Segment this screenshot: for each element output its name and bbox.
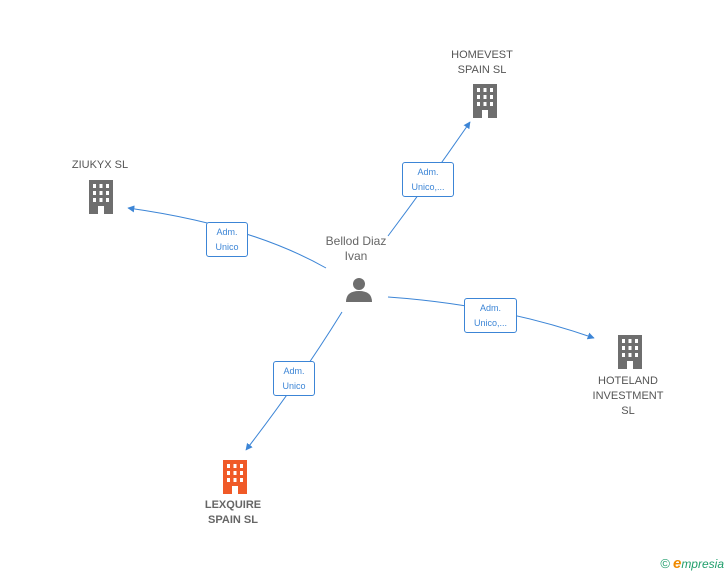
building-icon[interactable] xyxy=(86,180,116,214)
building-icon[interactable] xyxy=(470,84,500,118)
node-homevest-line2: SPAIN SL xyxy=(457,64,507,76)
edge-lexquire-line2: Unico xyxy=(282,381,306,391)
node-label-hoteland[interactable]: HOTELAND INVESTMENT SL xyxy=(578,374,678,419)
node-hoteland-line3: SL xyxy=(621,405,635,417)
building-icon[interactable] xyxy=(615,335,645,369)
person-icon[interactable] xyxy=(344,274,374,304)
edge-label-ziukyx[interactable]: Adm. Unico xyxy=(206,222,248,257)
brand-initial: e xyxy=(672,555,682,572)
building-icon[interactable] xyxy=(220,460,250,494)
brand-name: mpresia xyxy=(681,557,724,571)
node-label-ziukyx[interactable]: ZIUKYX SL xyxy=(50,158,150,173)
edge-hoteland-line2: Unico,... xyxy=(473,318,507,328)
node-label-lexquire[interactable]: LEXQUIRE SPAIN SL xyxy=(183,498,283,528)
brand-logo: © empresia xyxy=(660,555,724,572)
edge-label-lexquire[interactable]: Adm. Unico xyxy=(273,361,315,396)
node-homevest-line1: HOMEVEST xyxy=(451,49,513,61)
node-lexquire-line2: SPAIN SL xyxy=(208,514,258,526)
center-person-name: Bellod Diaz Ivan xyxy=(306,234,406,264)
edge-homevest-line1: Adm. xyxy=(417,167,439,177)
node-hoteland-line2: INVESTMENT xyxy=(592,390,664,402)
edge-hoteland-line1: Adm. xyxy=(479,303,501,313)
center-name-line1: Bellod Diaz xyxy=(325,234,387,248)
edge-lexquire-line1: Adm. xyxy=(283,366,305,376)
edge-label-homevest[interactable]: Adm. Unico,... xyxy=(402,162,454,197)
edge-ziukyx-line1: Adm. xyxy=(216,227,238,237)
node-hoteland-line1: HOTELAND xyxy=(598,375,658,387)
edge-ziukyx-line2: Unico xyxy=(215,242,239,252)
edge-homevest-line2: Unico,... xyxy=(411,182,445,192)
node-label-homevest[interactable]: HOMEVEST SPAIN SL xyxy=(432,48,532,78)
edge-label-hoteland[interactable]: Adm. Unico,... xyxy=(464,298,517,333)
node-ziukyx-line1: ZIUKYX SL xyxy=(71,159,129,171)
center-name-line2: Ivan xyxy=(344,249,368,263)
copyright-icon: © xyxy=(660,556,670,571)
node-lexquire-line1: LEXQUIRE xyxy=(204,499,262,511)
